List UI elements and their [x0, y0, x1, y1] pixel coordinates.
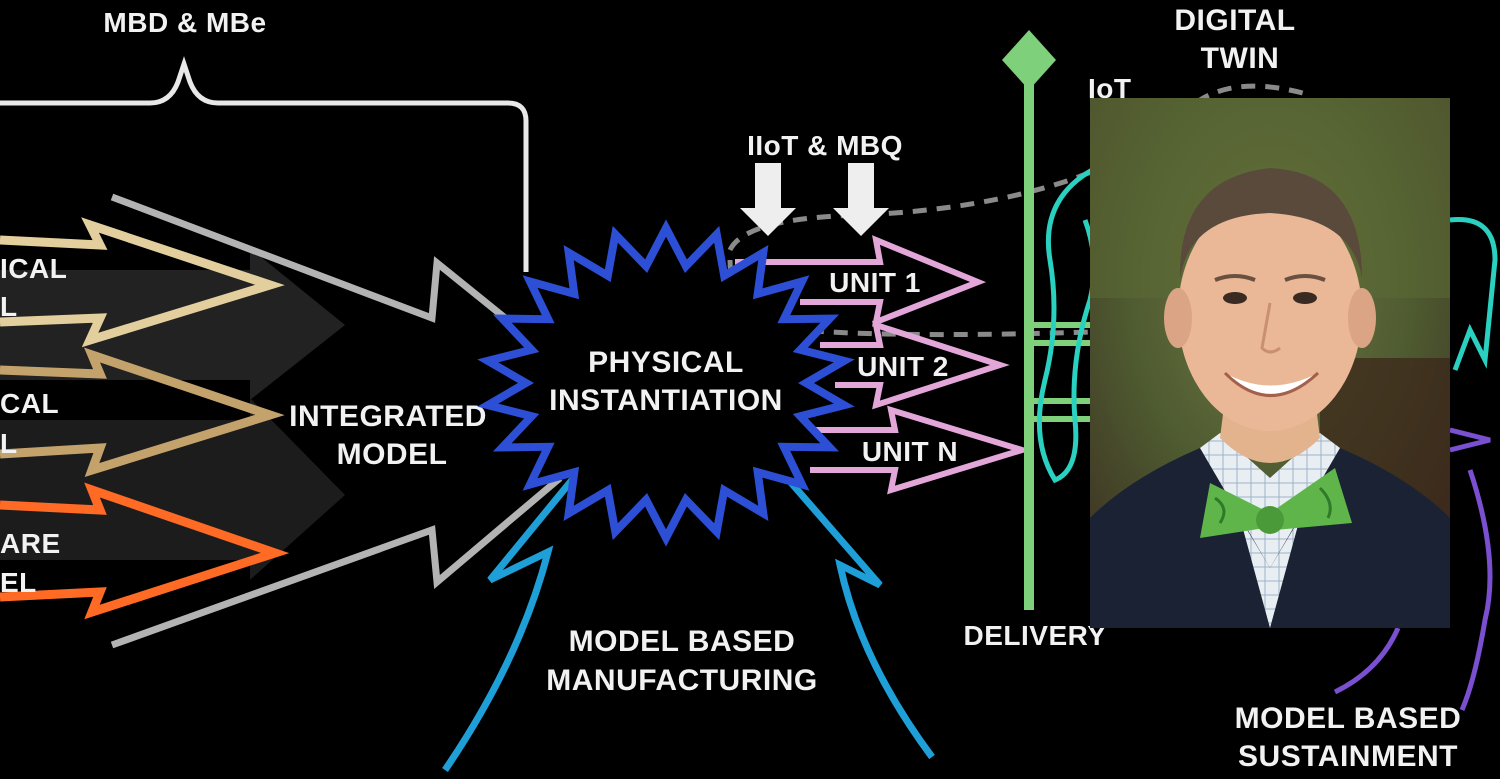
input-1-label-line1: ICAL — [0, 253, 67, 284]
input-2-label-line1: CAL — [0, 388, 59, 419]
sustainment-label-line1: MODEL BASED — [1235, 702, 1462, 735]
mbd-mbe-bracket — [0, 56, 529, 272]
mbd-mbe-label: MBD & MBe — [103, 7, 266, 38]
manufacturing-label-line2: MANUFACTURING — [546, 664, 817, 697]
delivery-label: DELIVERY — [964, 620, 1107, 651]
down-arrow-icon — [740, 163, 889, 236]
integrated-model-label-line1: INTEGRATED — [289, 400, 487, 433]
physical-label-line2: INSTANTIATION — [549, 384, 783, 417]
unit-n-label: UNIT N — [862, 436, 958, 467]
sustainment-label-line2: SUSTAINMENT — [1238, 740, 1458, 773]
input-1-label-line2: L — [0, 291, 18, 322]
digital-twin-label-line1: DIGITAL — [1174, 4, 1295, 37]
unit-1-label: UNIT 1 — [829, 267, 921, 298]
delivery-timeline — [1002, 30, 1094, 610]
manufacturing-label-line1: MODEL BASED — [569, 625, 796, 658]
integrated-model-label-line2: MODEL — [337, 438, 448, 471]
unit-arrows — [735, 235, 1033, 495]
sustainment-arcs — [1333, 427, 1493, 711]
input-arrow-3 — [0, 482, 290, 620]
person-portrait-icon — [1090, 98, 1450, 628]
input-arrow-1 — [0, 217, 285, 348]
iiot-mbq-label: IIoT & MBQ — [747, 130, 903, 161]
physical-instantiation-starburst — [477, 219, 855, 547]
manufacturing-arcs — [442, 467, 935, 772]
physical-label-line1: PHYSICAL — [588, 346, 744, 379]
iot-loops — [1036, 167, 1498, 484]
input-3-label-line2: EL — [0, 567, 37, 598]
unit-2-label: UNIT 2 — [857, 351, 949, 382]
portrait-photo — [1090, 98, 1450, 628]
input-2-label-line2: L — [0, 428, 18, 459]
integration-arrows — [110, 193, 563, 649]
digital-twin-loop — [727, 83, 1311, 338]
input-arrow-2 — [0, 347, 285, 477]
digital-twin-label-line2: TWIN — [1201, 42, 1280, 75]
input-3-label-line1: ARE — [0, 528, 61, 559]
